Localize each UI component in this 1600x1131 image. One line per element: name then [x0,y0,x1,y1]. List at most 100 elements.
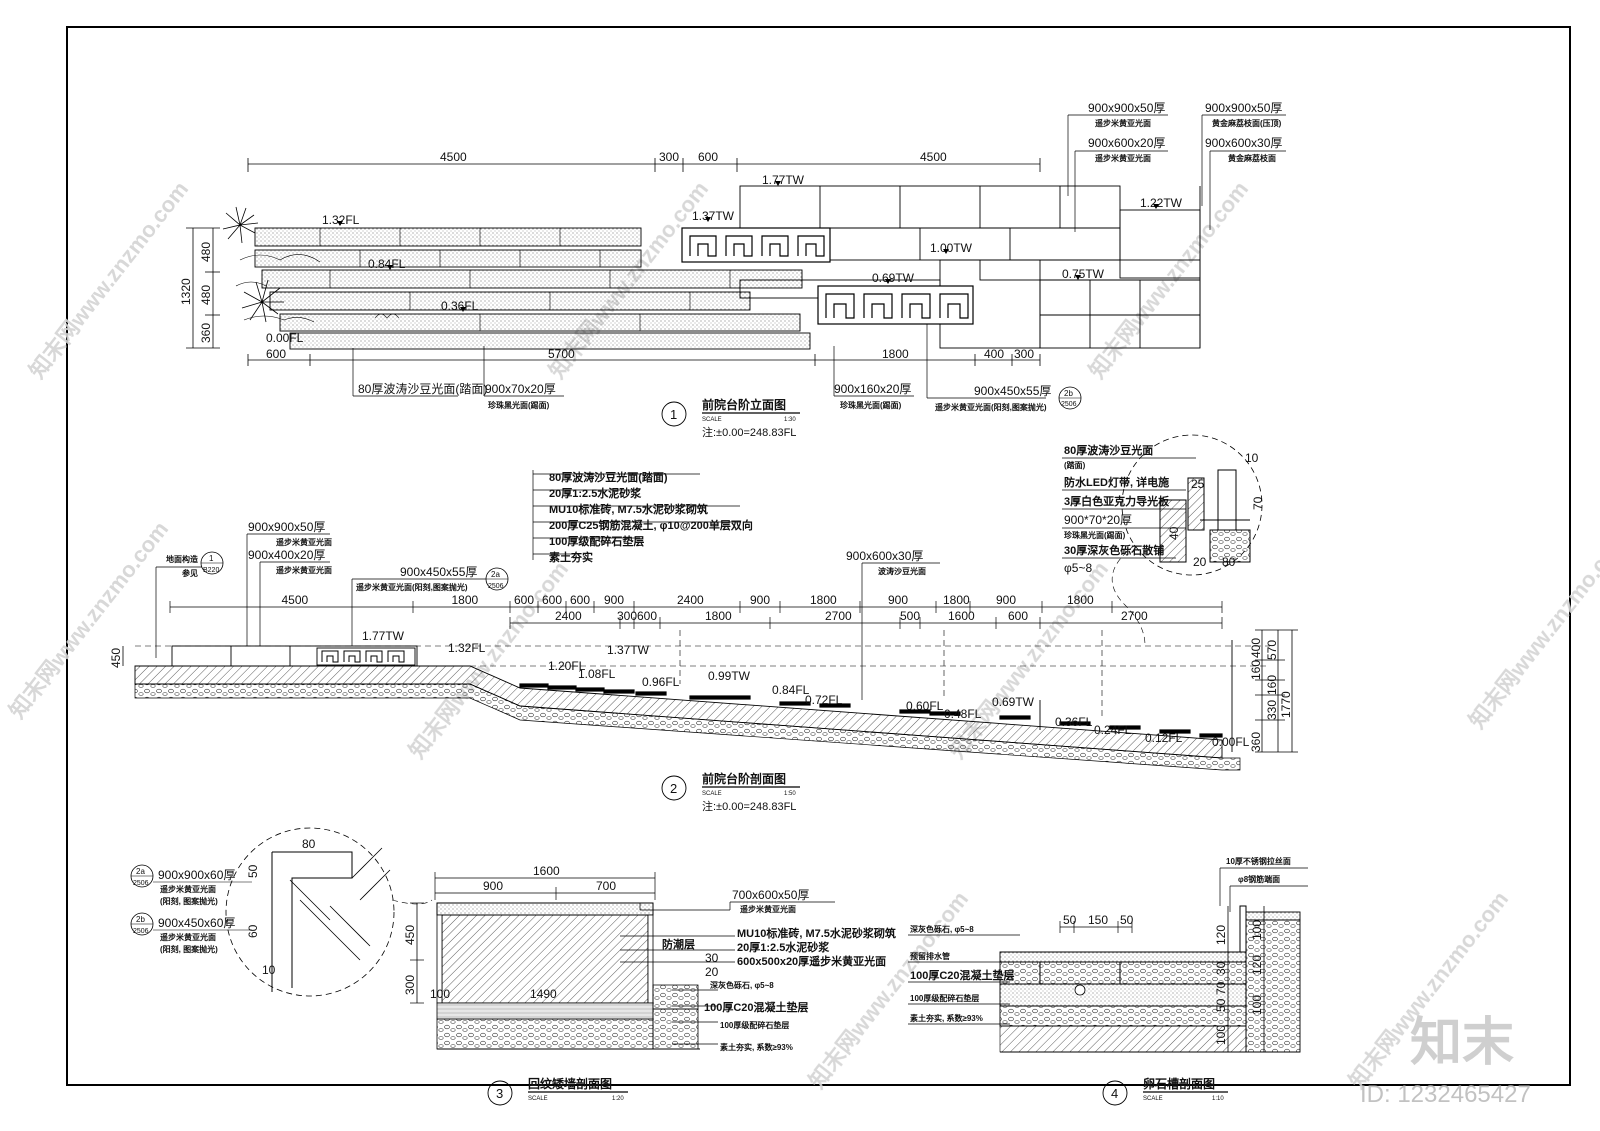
scale: 1:20 [612,1096,624,1102]
tag-num: 2a [136,867,145,876]
dim: 1800 [1067,593,1094,607]
level-mark: 0.69TW [872,271,915,285]
level-mark: 1.08FL [578,667,616,681]
step-tread [1159,729,1191,734]
level-mark: 0.00FL [266,331,304,345]
callout-size: 80厚波涛沙豆光面(踏面) [358,381,487,396]
datum-note: 注:±0.00=248.83FL [702,425,796,439]
dim: 600 [570,593,590,607]
callout-desc: 遥步米黄亚光面 [1095,118,1151,128]
ref-num: 2a [491,570,500,579]
note: 深灰色砾石, φ5~8 [710,980,774,990]
dim: 50 [1120,913,1134,927]
dim: 1800 [810,593,837,607]
dim: 80 [302,837,316,851]
dim: 600 [637,609,657,623]
dim: 900 [604,593,624,607]
callout-size: 900x600x30厚 [1205,136,1282,150]
level-mark: 1.32FL [322,213,360,227]
dim: 300 [403,975,417,995]
dim: 700 [596,879,616,893]
step-tread [635,691,667,696]
watermark: 知末网www.znzmo.com [24,177,193,383]
tag-desc: 遥步米黄亚光面 [160,884,216,894]
dim: 10 [1245,451,1259,465]
dim: 1800 [943,593,970,607]
tag-num: 2b [136,915,145,924]
step-tread [779,701,811,706]
layer-note: MU10标准砖, M7.5水泥砂浆砌筑 [549,502,708,516]
callout-size: 900x900x50厚 [1088,101,1165,115]
view-number: 2 [670,781,677,796]
note: MU10标准砖, M7.5水泥砂浆砌筑 [737,926,896,940]
dim: 600 [266,347,286,361]
note: 素土夯实, 系数≥93% [910,1013,983,1023]
dim: 600 [542,593,562,607]
level-mark: 0.36FL [1055,715,1093,729]
dim: 400 [984,347,1004,361]
view-4-pebble-trench: 50 150 50 100 50 70 30 120 100 120 100 深… [908,856,1308,1106]
dim: 900 [888,593,908,607]
dim: 120 [1214,925,1228,945]
dim: 1800 [705,609,732,623]
callout-desc: 黄金麻荔枝面(压顶) [1212,118,1282,128]
note: 100厚C20混凝土垫层 [910,968,1015,982]
note: 预留排水管 [910,951,950,961]
dim: 120 [1250,955,1264,975]
dim: 330 [1265,700,1279,720]
dim: 2400 [677,593,704,607]
dim: 500 [900,609,920,623]
callout-size: 900x600x20厚 [1088,136,1165,150]
view-title: 回纹矮墙剖面图 [528,1076,612,1091]
level-mark: 1.00TW [930,241,973,255]
dim: 160 [1265,675,1279,695]
note: φ8钢筋端面 [1238,874,1280,884]
tag-num: 2b [1064,389,1073,398]
dim: 400 [1249,638,1263,658]
callout-desc: 遥步米黄亚光面 [1095,153,1151,163]
note: 700x600x50厚 [732,888,809,902]
dim: 450 [109,648,123,668]
ref-label: 地面构造 [166,554,198,564]
layer-note: 20厚1:2.5水泥砂浆 [549,486,642,500]
level-mark: 0.60FL [906,699,944,713]
datum-note: 注:±0.00=248.83FL [702,799,796,813]
layer-note: 80厚波涛沙豆光面(踏面) [549,470,668,484]
dim: 600 [1008,609,1028,623]
dim: 480 [199,242,213,262]
dim: 150 [1088,913,1108,927]
view-2-section: 80厚波涛沙豆光面(踏面) 20厚1:2.5水泥砂浆 MU10标准砖, M7.5… [109,434,1298,813]
step-tread [1199,733,1223,738]
step-tread [547,685,577,690]
dim: 300 [659,150,679,164]
level-mark: 1.77TW [362,629,405,643]
callout-size: 900x900x50厚 [1205,101,1282,115]
note: 100厚级配碎石垫层 [910,993,979,1003]
dim: 40 [1167,526,1181,540]
level-mark: 0.84FL [368,257,406,271]
tag-sheet: 2506 [133,928,149,935]
detail-note: 900*70*20厚 [1064,513,1132,527]
callout-desc: 黄金麻荔枝面 [1228,153,1276,163]
level-mark: 1.20FL [548,659,586,673]
dim: 80 [1222,555,1236,569]
callout-size: 900x400x20厚 [248,548,325,562]
view-number: 3 [496,1086,503,1101]
dim: 450 [403,925,417,945]
scale: 1:30 [784,417,796,423]
fret-pattern [681,227,974,325]
dim: 100 [430,987,450,1001]
dim: 1600 [948,609,975,623]
sheet-border [66,26,1571,1086]
level-mark: 0.24FL [1094,723,1132,737]
callout-desc: 遥步米黄亚光面(阳刻,图案抛光) [356,582,468,592]
dim: 600 [514,593,534,607]
step-tread [999,715,1031,720]
step-tread [689,695,751,700]
detail-note: 防水LED灯带, 详电施 [1064,475,1169,489]
callout-desc: 珍珠黑光面(踢面) [840,400,902,410]
view-title: 前院台阶立面图 [702,397,786,412]
note: 防潮层 [662,937,695,951]
dim: 480 [199,285,213,305]
callout-desc: 珍珠黑光面(踢面) [488,400,550,410]
